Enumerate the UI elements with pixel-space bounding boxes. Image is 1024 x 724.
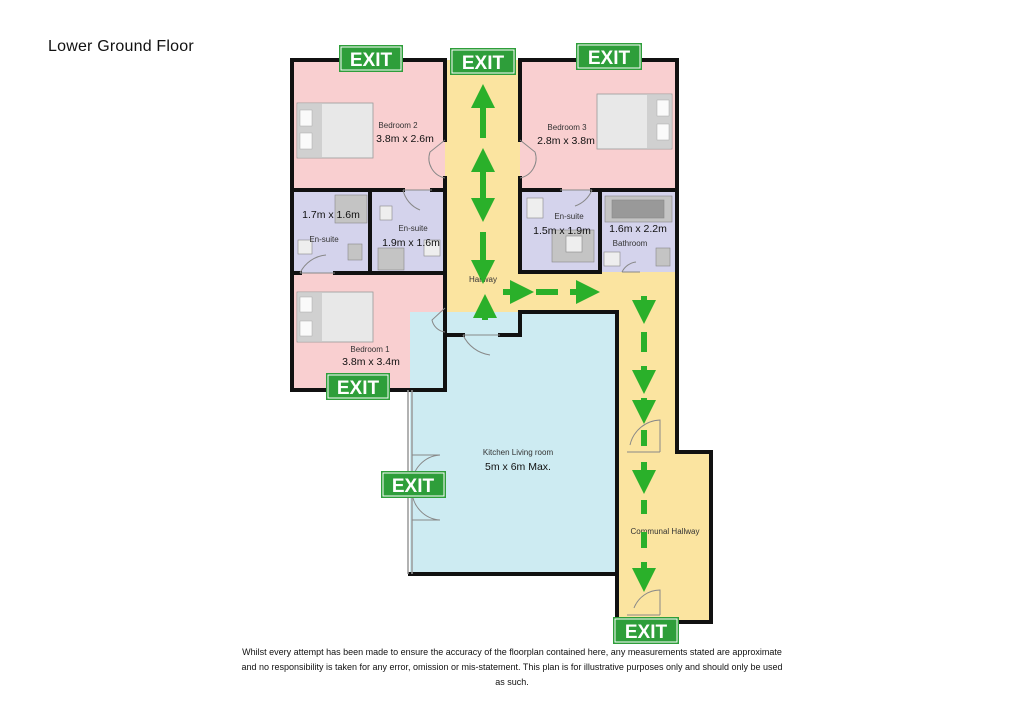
room-kitchen-living (410, 312, 617, 574)
exit-sign: EXIT (326, 373, 390, 400)
bed-icon (296, 102, 374, 159)
room-label-bathroom: Bathroom (613, 239, 648, 248)
exit-sign: EXIT (339, 45, 403, 72)
exit-sign: EXIT (613, 617, 679, 644)
room-label-kitchen-living: Kitchen Living room (483, 448, 554, 457)
room-label-bedroom-3: Bedroom 3 (547, 123, 587, 132)
svg-text:EXIT: EXIT (350, 50, 393, 71)
plan-title: Lower Ground Floor (48, 38, 194, 55)
svg-text:EXIT: EXIT (588, 48, 631, 69)
room-dims-bedroom-1: 3.8m x 3.4m (342, 356, 400, 368)
room-label-communal-hallway: Communal Hallway (631, 527, 700, 536)
evacuation-arrows (471, 84, 656, 592)
exit-sign: EXIT (381, 471, 446, 498)
room-dims-bedroom-3: 2.8m x 3.8m (537, 135, 595, 147)
exit-sign: EXIT (576, 43, 642, 70)
room-label-hallway: Hallway (469, 275, 497, 284)
room-label-bedroom-1: Bedroom 1 (350, 345, 390, 354)
room-communal-hallway (617, 452, 711, 622)
room-label-en-suite-b: En-suite (398, 224, 428, 233)
doors (299, 139, 661, 616)
room-dims-bathroom: 1.6m x 2.2m (609, 223, 667, 235)
room-dims-bedroom-2: 3.8m x 2.6m (376, 133, 434, 145)
svg-text:EXIT: EXIT (462, 53, 505, 74)
bed-icon (296, 291, 374, 343)
bed-icon (596, 93, 673, 150)
svg-text:EXIT: EXIT (392, 476, 435, 497)
room-dims-en-suite-c: 1.5m x 1.9m (533, 225, 591, 237)
svg-text:EXIT: EXIT (625, 622, 668, 643)
room-dims-kitchen-living: 5m x 6m Max. (485, 461, 551, 473)
walls (290, 58, 713, 624)
bathroom-fixtures (297, 194, 673, 271)
room-label-en-suite-a: En-suite (309, 235, 339, 244)
room-dims-en-suite-b: 1.9m x 1.6m (382, 237, 440, 249)
exit-sign: EXIT (450, 48, 516, 75)
room-label-bedroom-2: Bedroom 2 (378, 121, 418, 130)
svg-text:EXIT: EXIT (337, 378, 380, 399)
room-label-en-suite-c: En-suite (554, 212, 584, 221)
room-dims-en-suite-a: 1.7m x 1.6m (302, 209, 360, 221)
disclaimer-text: Whilst every attempt has been made to en… (241, 647, 783, 687)
